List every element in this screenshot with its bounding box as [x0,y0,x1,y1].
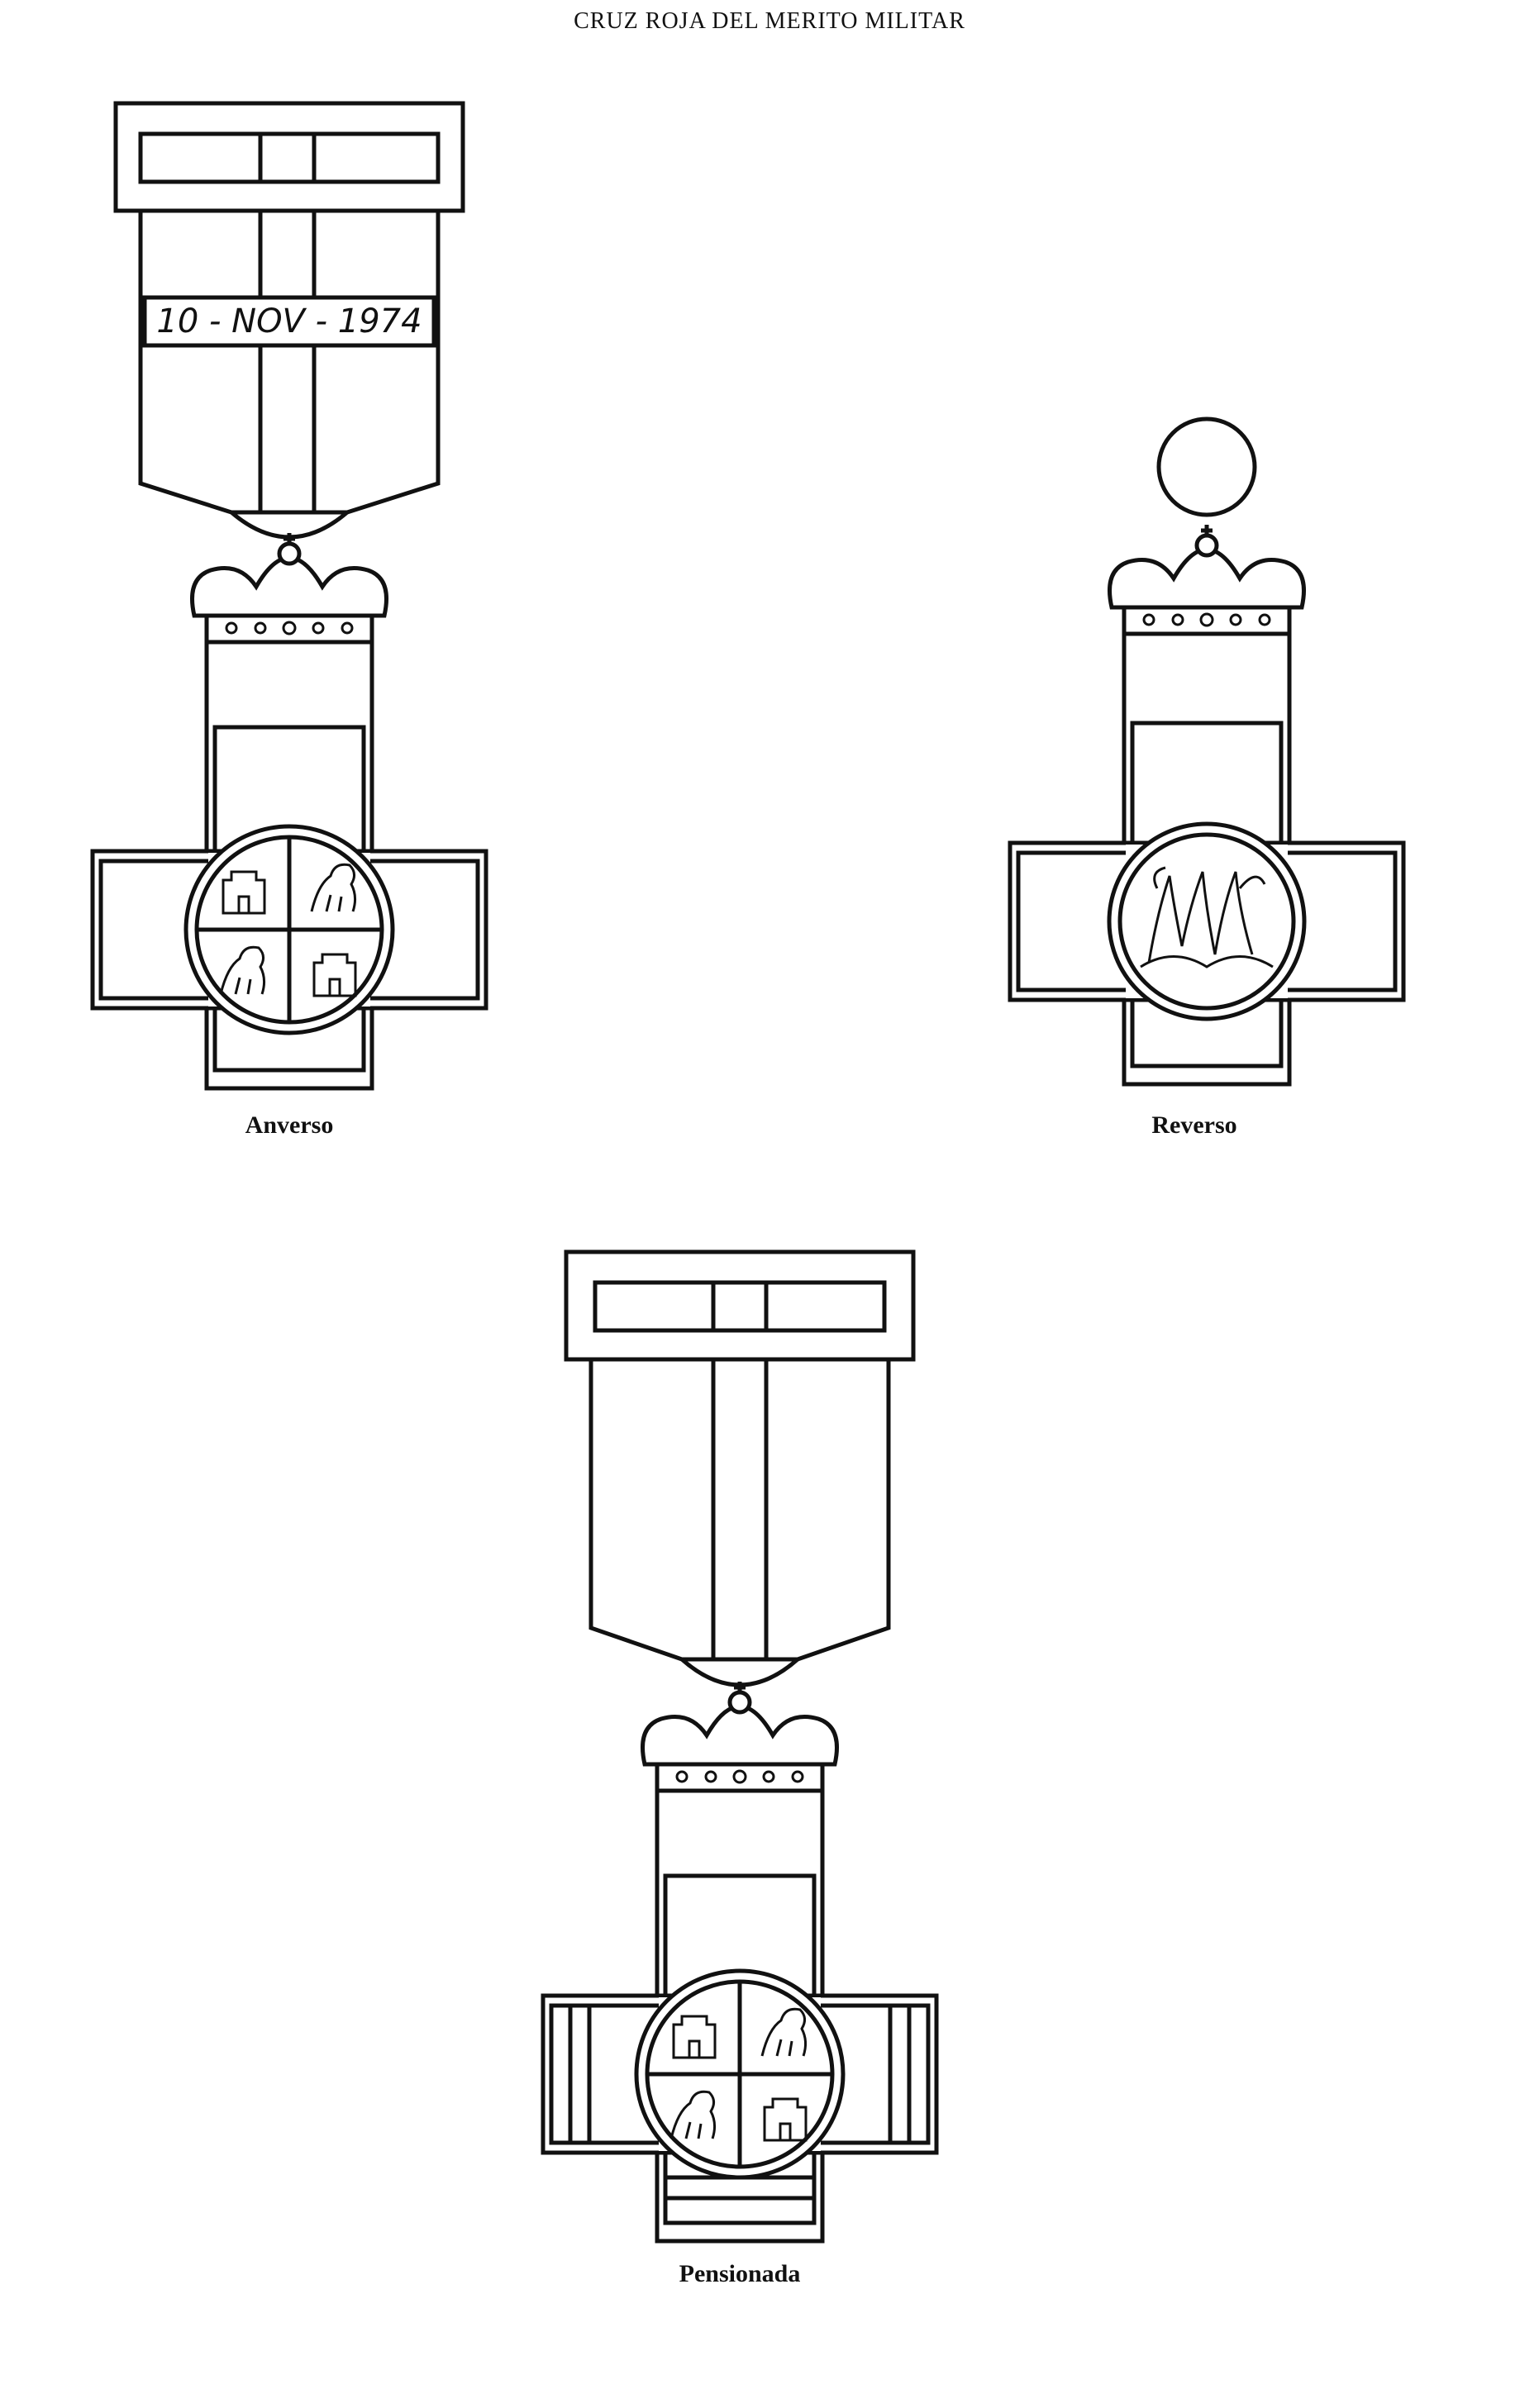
castle-icon [763,2097,808,2142]
date-plate-text: 10 - NOV - 1974 [156,302,422,340]
anverso-medal-figure: 10 - NOV - 1974 [90,101,488,1091]
castle-icon [222,870,266,915]
coat-of-arms-medallion [634,1968,846,2180]
caption-anverso: Anverso [245,1111,334,1139]
ribbon [588,1357,891,1687]
lion-icon [760,2007,808,2057]
ribbon-bar [113,101,465,213]
date-plate: 10 - NOV - 1974 [142,295,436,348]
ribbon-bar [564,1249,916,1362]
coat-of-arms-medallion [183,824,395,1035]
ribbon [138,208,441,540]
pension-stripes [568,2006,912,2201]
monogram-icon [1140,866,1274,968]
crown [1108,525,1306,636]
lion-icon [310,863,357,912]
reverso-medal-figure [1008,416,1406,1087]
castle-icon [672,2015,717,2059]
caption-pensionada: Pensionada [679,2260,801,2287]
crown [190,533,388,645]
castle-icon [312,953,357,997]
crown [641,1682,839,1793]
monogram-medallion [1107,821,1307,1021]
lion-icon [669,2090,717,2139]
pensionada-medal-figure [541,1249,939,2244]
caption-reverso: Reverso [1151,1111,1237,1139]
suspension-ring [1156,416,1257,517]
lion-icon [219,945,266,995]
page-title: CRUZ ROJA DEL MERITO MILITAR [574,8,965,34]
